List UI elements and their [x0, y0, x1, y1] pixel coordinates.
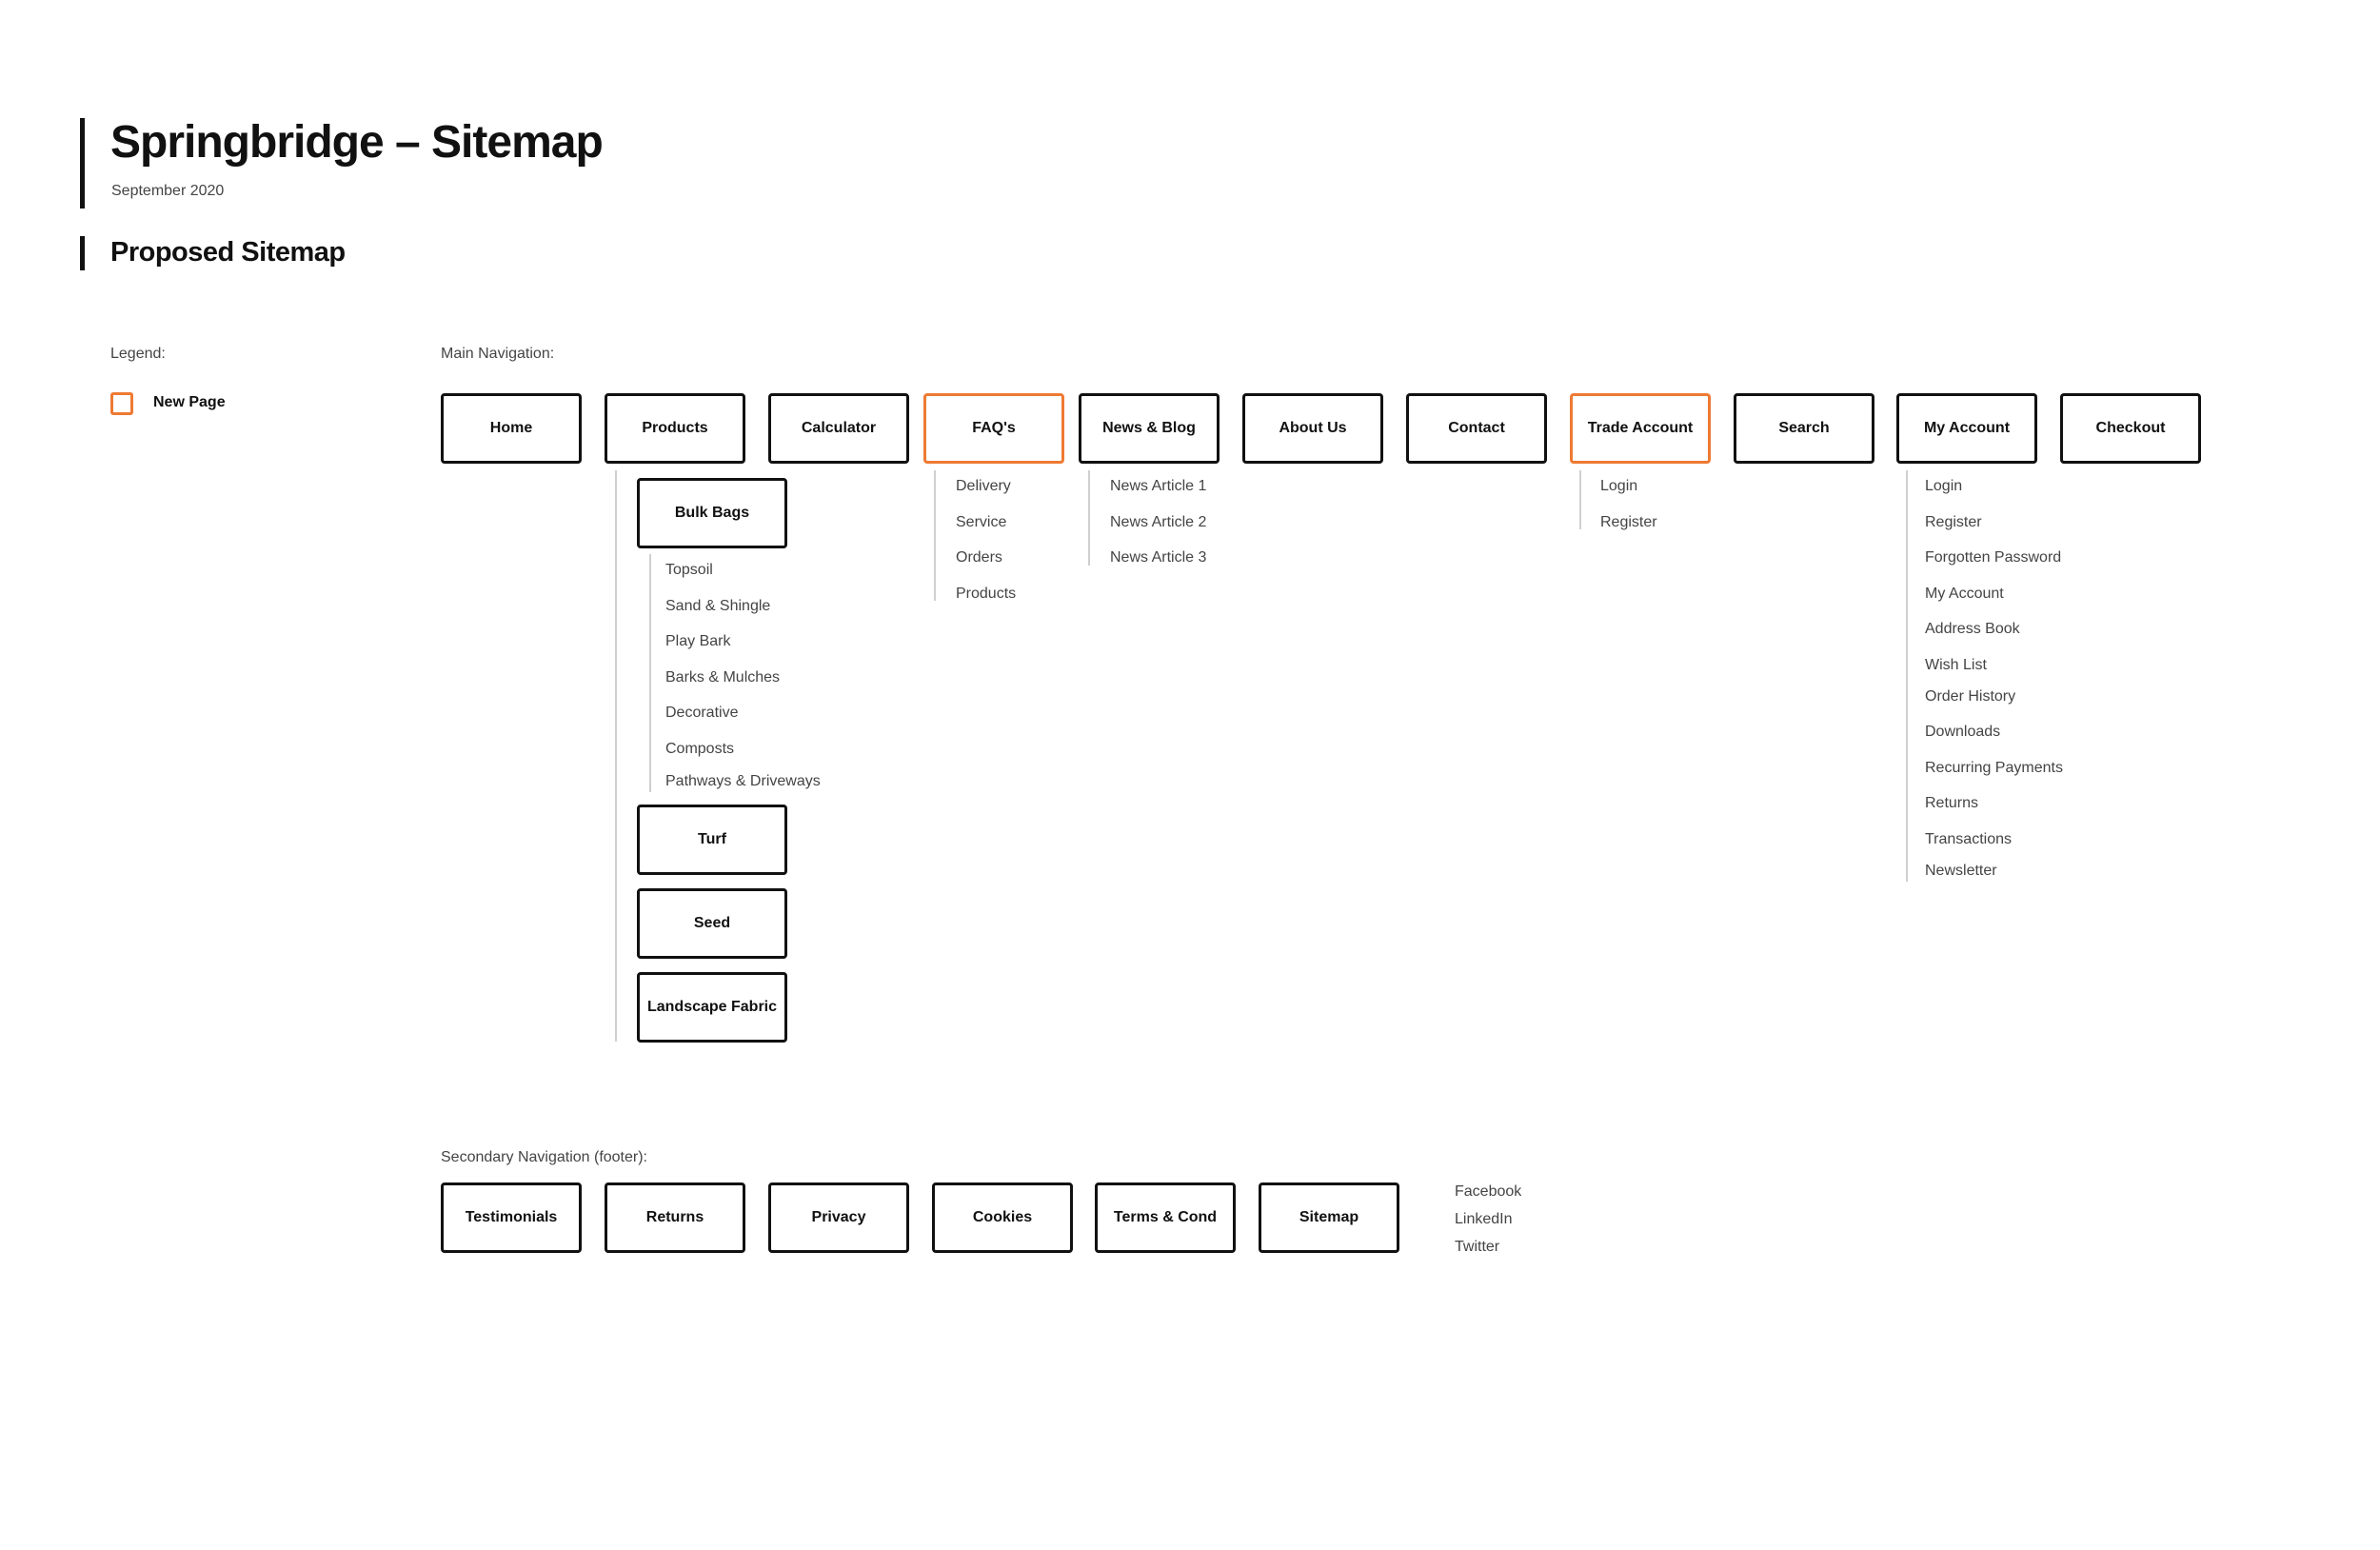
products-connector-line [615, 470, 617, 1042]
list-item-my-account[interactable]: My Account [1925, 585, 2004, 602]
list-item-account-register[interactable]: Register [1925, 513, 1982, 530]
list-item-delivery[interactable]: Delivery [956, 478, 1011, 494]
news-list: News Article 1 News Article 2 News Artic… [1110, 478, 1206, 586]
list-item-news-article-1[interactable]: News Article 1 [1110, 478, 1207, 494]
social-link-facebook[interactable]: Facebook [1455, 1183, 1522, 1200]
list-item-wish-list[interactable]: Wish List [1925, 656, 1987, 673]
list-item-pathways-driveways[interactable]: Pathways & Driveways [665, 772, 821, 789]
nav-box-trade-account[interactable]: Trade Account [1570, 393, 1711, 464]
list-item-downloads[interactable]: Downloads [1925, 724, 2001, 740]
list-item-recurring-payments[interactable]: Recurring Payments [1925, 759, 2063, 776]
nav-box-contact[interactable]: Contact [1406, 393, 1547, 464]
list-item-address-book[interactable]: Address Book [1925, 621, 2020, 637]
list-item-faq-products[interactable]: Products [956, 585, 1017, 602]
nav-box-turf[interactable]: Turf [637, 805, 787, 875]
faqs-connector-line [934, 470, 936, 601]
list-item-trade-register[interactable]: Register [1600, 513, 1657, 530]
nav-box-search[interactable]: Search [1734, 393, 1874, 464]
footer-box-privacy[interactable]: Privacy [768, 1182, 909, 1253]
list-item-sand-shingle[interactable]: Sand & Shingle [665, 597, 771, 614]
list-item-transactions[interactable]: Transactions [1925, 830, 2012, 847]
list-item-forgotten-password[interactable]: Forgotten Password [1925, 549, 2062, 566]
trade-account-list: Login Register [1600, 478, 1657, 549]
list-item-returns[interactable]: Returns [1925, 795, 1979, 811]
list-item-orders[interactable]: Orders [956, 549, 1002, 566]
my-account-list: Login Register Forgotten Password My Acc… [1925, 478, 2063, 898]
social-link-twitter[interactable]: Twitter [1455, 1239, 1500, 1255]
list-item-news-article-3[interactable]: News Article 3 [1110, 549, 1207, 566]
page-title: Springbridge – Sitemap [110, 117, 604, 168]
footer-box-returns[interactable]: Returns [605, 1182, 745, 1253]
legend-new-page-label: New Page [153, 394, 226, 410]
list-item-newsletter[interactable]: Newsletter [1925, 862, 1997, 879]
nav-box-checkout[interactable]: Checkout [2060, 393, 2201, 464]
nav-box-calculator[interactable]: Calculator [768, 393, 909, 464]
nav-box-landscape-fabric[interactable]: Landscape Fabric [637, 972, 787, 1043]
list-item-service[interactable]: Service [956, 513, 1007, 530]
bulk-bags-list: Topsoil Sand & Shingle Play Bark Barks &… [665, 562, 821, 808]
page-date: September 2020 [111, 183, 225, 199]
my-account-connector-line [1906, 470, 1908, 882]
main-nav-label: Main Navigation: [441, 346, 555, 362]
bulk-bags-connector-line [649, 554, 651, 792]
secondary-nav-label: Secondary Navigation (footer): [441, 1149, 647, 1165]
list-item-order-history[interactable]: Order History [1925, 687, 2016, 705]
nav-box-my-account[interactable]: My Account [1896, 393, 2037, 464]
nav-box-home[interactable]: Home [441, 393, 582, 464]
nav-box-bulk-bags[interactable]: Bulk Bags [637, 478, 787, 548]
section-title: Proposed Sitemap [110, 237, 346, 268]
footer-box-terms[interactable]: Terms & Cond [1095, 1182, 1236, 1253]
legend-label: Legend: [110, 346, 166, 362]
social-links-list: Facebook LinkedIn Twitter [1455, 1183, 1521, 1266]
nav-box-products[interactable]: Products [605, 393, 745, 464]
nav-box-faqs[interactable]: FAQ's [923, 393, 1064, 464]
nav-box-seed[interactable]: Seed [637, 888, 787, 959]
list-item-topsoil[interactable]: Topsoil [665, 562, 713, 578]
legend-new-page-swatch [110, 392, 133, 415]
list-item-barks-mulches[interactable]: Barks & Mulches [665, 668, 781, 686]
list-item-decorative[interactable]: Decorative [665, 705, 739, 721]
subtitle-accent-bar [80, 236, 85, 270]
list-item-composts[interactable]: Composts [665, 740, 735, 757]
list-item-news-article-2[interactable]: News Article 2 [1110, 513, 1207, 530]
news-connector-line [1088, 470, 1090, 566]
nav-box-about-us[interactable]: About Us [1242, 393, 1383, 464]
trade-account-connector-line [1579, 470, 1581, 529]
footer-box-testimonials[interactable]: Testimonials [441, 1182, 582, 1253]
list-item-trade-login[interactable]: Login [1600, 478, 1638, 494]
title-accent-bar [80, 118, 85, 209]
footer-box-cookies[interactable]: Cookies [932, 1182, 1073, 1253]
list-item-account-login[interactable]: Login [1925, 478, 1963, 494]
nav-box-news-blog[interactable]: News & Blog [1079, 393, 1220, 464]
social-link-linkedin[interactable]: LinkedIn [1455, 1211, 1513, 1227]
footer-box-sitemap[interactable]: Sitemap [1259, 1182, 1399, 1253]
list-item-play-bark[interactable]: Play Bark [665, 633, 731, 649]
faqs-list: Delivery Service Orders Products [956, 478, 1016, 621]
